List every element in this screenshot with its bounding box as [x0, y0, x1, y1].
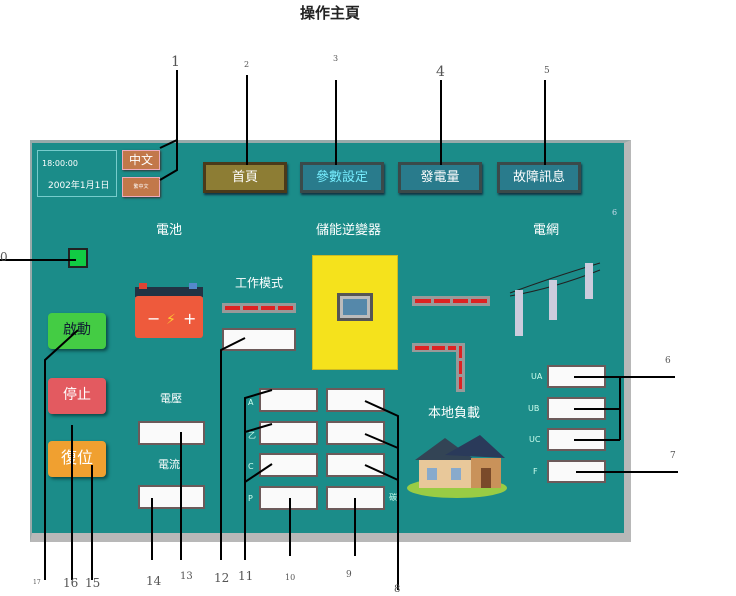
annotation-2: 2 [244, 60, 250, 69]
date-text: 2002年1月1日 [48, 181, 110, 191]
current-field [138, 485, 205, 509]
right-label: 碳 [389, 493, 397, 502]
language-option-button[interactable]: 繁中文 [122, 177, 160, 197]
voltage-label: 電壓 [160, 392, 182, 405]
annotation-0: 0 [0, 250, 8, 264]
status-indicator [68, 248, 88, 268]
annotation-17: 17 [33, 579, 41, 586]
page-title: 操作主頁 [300, 4, 361, 22]
power-tower-icon [505, 258, 605, 338]
time-text: 18:00:00 [42, 159, 78, 168]
grid-label-uc: UC [529, 435, 541, 444]
svg-text:−: − [147, 309, 160, 328]
annotation-10: 10 [285, 573, 296, 582]
language-button[interactable]: 中文 [122, 150, 160, 170]
annotation-14: 14 [146, 574, 162, 588]
annotation-15: 15 [85, 576, 101, 590]
annotation-6b: 6 [665, 356, 671, 366]
annotation-11: 11 [238, 569, 254, 583]
power-flow-indicator [222, 303, 296, 313]
annotation-6a: 6 [612, 208, 618, 217]
grid-heading: 電網 [533, 223, 560, 238]
local-load-heading: 本地負載 [428, 406, 481, 421]
value-field [259, 486, 318, 510]
value-field [326, 421, 385, 445]
load-flow-indicator [412, 343, 465, 352]
grid-label-ub: UB [528, 404, 540, 413]
annotation-4: 4 [436, 64, 445, 80]
annotation-16: 16 [63, 576, 79, 590]
svg-text:⚡: ⚡ [166, 312, 176, 328]
annotation-12: 12 [214, 571, 230, 585]
stop-button[interactable]: 停止 [48, 378, 106, 414]
annotation-3: 3 [333, 54, 339, 63]
grid-flow-indicator [412, 296, 490, 306]
svg-text:+: + [183, 309, 196, 328]
nav-home-button[interactable]: 首頁 [203, 162, 287, 193]
house-icon [405, 430, 510, 500]
phase-label-c: C [248, 462, 254, 471]
grid-label-f: F [533, 467, 538, 476]
value-field [326, 453, 385, 477]
datetime-display: 18:00:00 2002年1月1日 [37, 150, 117, 197]
reset-button[interactable]: 復位 [48, 441, 106, 477]
work-mode-label: 工作模式 [235, 276, 284, 290]
voltage-field [138, 421, 205, 445]
grid-label-ua: UA [531, 372, 543, 381]
current-label: 電流 [158, 458, 180, 471]
inverter-icon [312, 255, 398, 370]
annotation-7: 7 [670, 451, 676, 461]
phase-label-b: 乙 [248, 431, 256, 440]
annotation-9: 9 [346, 570, 352, 580]
value-field [326, 388, 385, 412]
phase-label-p: P [248, 494, 253, 503]
annotation-8: 8 [394, 584, 401, 595]
battery-icon: −⚡ + [133, 283, 205, 340]
annotation-5: 5 [544, 66, 550, 76]
nav-params-button[interactable]: 參數設定 [300, 162, 384, 193]
nav-generation-button[interactable]: 發電量 [398, 162, 482, 193]
value-field [259, 388, 318, 412]
load-flow-vertical [456, 343, 465, 392]
annotation-13: 13 [180, 571, 193, 582]
inverter-heading: 儲能逆變器 [316, 223, 382, 238]
nav-faults-button[interactable]: 故障訊息 [497, 162, 581, 193]
annotation-1: 1 [171, 54, 180, 70]
battery-heading: 電池 [156, 223, 183, 238]
work-mode-field [222, 328, 296, 351]
phase-label-a: A [248, 398, 254, 407]
